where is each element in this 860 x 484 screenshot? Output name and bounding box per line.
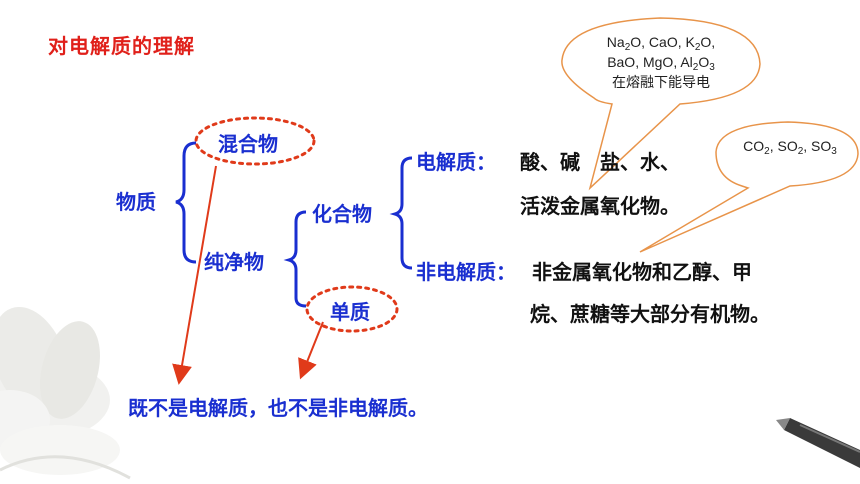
callout-top-line3: 在熔融下能导电 [612, 74, 710, 90]
brace-pure [283, 210, 307, 308]
node-mixture: 混合物 [218, 132, 278, 156]
pen-decoration [776, 418, 860, 468]
nonelectrolyte-items-2: 烷、蔗糖等大部分有机物。 [530, 302, 770, 326]
electrolyte-items-1: 酸、碱 盐、水、 [520, 150, 680, 174]
callout-right [639, 121, 859, 253]
nonelectrolyte-label: 非电解质： [416, 260, 516, 284]
electrolyte-items-2: 活泼金属氧化物。 [520, 194, 680, 218]
node-pure-substance: 纯净物 [204, 250, 264, 274]
page-title: 对电解质的理解 [48, 34, 195, 58]
brace-root [175, 141, 197, 264]
callout-top-line1: Na2O, CaO, K2O, [606, 34, 716, 53]
lotus-decoration [0, 306, 131, 480]
conclusion-text: 既不是电解质，也不是非电解质。 [128, 396, 428, 420]
nonelectrolyte-items-1: 非金属氧化物和乙醇、甲 [532, 260, 752, 284]
brace-compound [389, 156, 413, 270]
node-element: 单质 [330, 300, 370, 324]
callout-top [561, 17, 761, 191]
mixture-highlight [194, 116, 316, 166]
element-highlight [305, 285, 399, 333]
callout-right-text: CO2, SO2, SO3 [743, 138, 837, 157]
element-arrow [298, 321, 324, 380]
callout-top-text: Na2O, CaO, K2O, BaO, MgO, Al2O3 在熔融下能导电 [578, 32, 744, 92]
root-matter: 物质 [116, 190, 156, 214]
mixture-arrow [172, 165, 217, 385]
electrolyte-label: 电解质： [416, 150, 496, 174]
callout-top-line2: BaO, MgO, Al2O3 [607, 54, 715, 73]
node-compound: 化合物 [312, 202, 372, 226]
